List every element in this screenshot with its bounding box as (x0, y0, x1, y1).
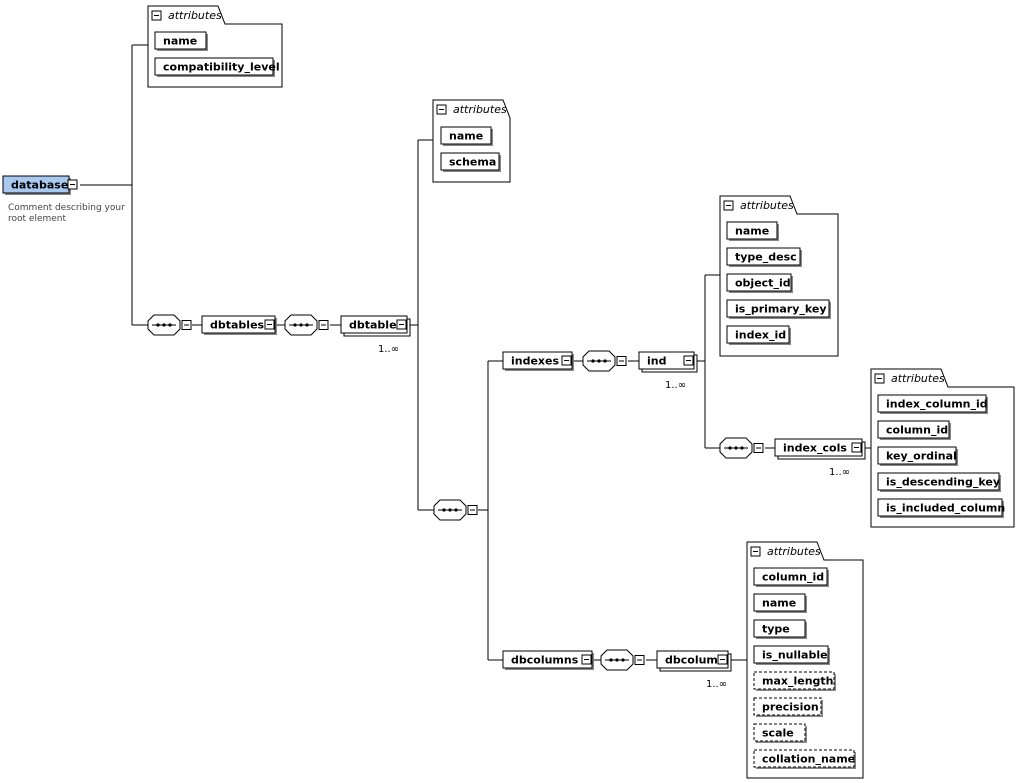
attr-dbtable-schema[interactable]: schema (440, 152, 501, 172)
sequence-compositor-3-toggle-icon[interactable] (467, 505, 478, 515)
dbtables-element-toggle-icon[interactable] (264, 319, 275, 330)
attr-is-primary-key-label: is_primary_key (735, 303, 827, 316)
database-toggle-icon[interactable] (67, 179, 78, 190)
attr-type-desc[interactable]: type_desc (726, 247, 802, 267)
sequence-compositor-3[interactable] (433, 499, 478, 521)
dbcolumn-cardinality: 1..∞ (706, 679, 727, 690)
attr-object-id[interactable]: object_id (726, 273, 793, 293)
dbtable-attributes-label: attributes (453, 103, 507, 116)
attr-column-id-label: column_id (886, 424, 948, 437)
indexes-element-label: indexes (511, 355, 559, 368)
ind-element-label: ind (647, 355, 666, 368)
dbcolumns-element-label: dbcolumns (511, 654, 579, 667)
sequence-compositor-5[interactable] (719, 437, 764, 459)
attr-index-id[interactable]: index_id (726, 325, 791, 345)
attr-ind-name[interactable]: name (726, 221, 779, 241)
attr-name-label: name (163, 35, 197, 48)
dbtable-cardinality: 1..∞ (378, 344, 399, 355)
attr-dbcolumn-column-id[interactable]: column_id (753, 567, 829, 587)
ind-attributes-collapse-icon[interactable] (723, 200, 734, 211)
sequence-compositor-2[interactable] (284, 314, 329, 336)
attr-dbcolumn-name-label: name (762, 597, 796, 610)
attr-is-descending-key-label: is_descending_key (886, 476, 1000, 489)
attr-scale[interactable]: scale (753, 723, 807, 743)
attr-key-ordinal[interactable]: key_ordinal (877, 446, 958, 466)
dbtables-element[interactable]: dbtables (201, 315, 277, 335)
attr-dbcolumn-name[interactable]: name (753, 593, 807, 613)
dbcolumns-element-toggle-icon[interactable] (581, 654, 592, 665)
attr-dbcolumn-type-label: type (762, 623, 790, 636)
connector-lines (80, 44, 871, 661)
attr-dbcolumn-column-id-label: column_id (762, 571, 824, 584)
dbcolumn-attributes-label: attributes (767, 545, 821, 558)
attr-dbtable-schema-label: schema (449, 156, 496, 169)
index-cols-attributes-collapse-icon[interactable] (874, 373, 885, 384)
sequence-compositor-4[interactable] (582, 350, 627, 372)
attr-max-length-label: max_length (762, 675, 834, 688)
attr-is-included-column-label: is_included_column (886, 502, 1005, 515)
dbcolumn-element-label: dbcolumn (665, 654, 726, 667)
indexes-element-toggle-icon[interactable] (561, 355, 572, 366)
ind-element-toggle-icon[interactable] (683, 355, 694, 366)
attr-scale-label: scale (762, 727, 794, 740)
attr-compatibility-level[interactable]: compatibility_level (154, 57, 280, 77)
database-element[interactable]: database (2, 175, 71, 195)
attr-column-id[interactable]: column_id (877, 420, 951, 440)
dbtable-element[interactable]: dbtable (340, 315, 411, 337)
attr-max-length[interactable]: max_length (753, 671, 836, 691)
dbtable-element-label: dbtable (349, 319, 397, 332)
index-cols-cardinality: 1..∞ (829, 467, 850, 478)
sequence-compositor-6-toggle-icon[interactable] (634, 655, 645, 665)
index-cols-attributes-label: attributes (891, 372, 945, 385)
ind-attributes-label: attributes (740, 199, 794, 212)
index-cols-element[interactable]: index_cols (774, 438, 866, 460)
root-comment-line-2: root element (8, 214, 66, 224)
dbcolumns-element[interactable]: dbcolumns (502, 650, 594, 670)
attr-type-desc-label: type_desc (735, 251, 797, 264)
dbcolumn-element[interactable]: dbcolumn (656, 650, 732, 672)
sequence-compositor-2-toggle-icon[interactable] (318, 320, 329, 330)
attr-dbcolumn-type[interactable]: type (753, 619, 807, 639)
sequence-compositor-4-toggle-icon[interactable] (616, 356, 627, 366)
ind-cardinality: 1..∞ (665, 380, 686, 391)
database-attributes-label: attributes (168, 9, 222, 22)
attr-is-descending-key[interactable]: is_descending_key (877, 472, 1001, 492)
sequence-compositor-5-toggle-icon[interactable] (753, 443, 764, 453)
dbtable-element-toggle-icon[interactable] (396, 319, 407, 330)
attr-is-included-column[interactable]: is_included_column (877, 498, 1005, 518)
attr-index-column-id[interactable]: index_column_id (877, 394, 988, 414)
sequence-compositor-1[interactable] (147, 314, 192, 336)
dbtables-element-label: dbtables (210, 319, 265, 332)
attr-key-ordinal-label: key_ordinal (886, 450, 957, 463)
attr-dbtable-name-label: name (449, 130, 483, 143)
attr-object-id-label: object_id (735, 277, 791, 290)
dbtable-attributes-collapse-icon[interactable] (436, 104, 447, 115)
attr-collation-name-label: collation_name (762, 753, 855, 766)
attr-precision-label: precision (762, 701, 819, 714)
attr-index-column-id-label: index_column_id (886, 398, 988, 411)
attr-is-nullable[interactable]: is_nullable (753, 645, 830, 665)
index-cols-element-label: index_cols (783, 442, 847, 455)
sequence-compositor-1-toggle-icon[interactable] (181, 320, 192, 330)
attr-ind-name-label: name (735, 225, 769, 238)
index-cols-element-toggle-icon[interactable] (851, 442, 862, 453)
indexes-element[interactable]: indexes (502, 351, 574, 371)
ind-element[interactable]: ind (638, 351, 698, 373)
attr-dbtable-name[interactable]: name (440, 126, 493, 146)
root-comment-line-1: Comment describing your (8, 203, 125, 213)
dbcolumn-attributes-collapse-icon[interactable] (750, 546, 761, 557)
database-element-label: database (11, 179, 68, 192)
attr-is-nullable-label: is_nullable (762, 649, 828, 662)
database-attributes-collapse-icon[interactable] (151, 10, 162, 21)
attr-is-primary-key[interactable]: is_primary_key (726, 299, 831, 319)
attr-collation-name[interactable]: collation_name (753, 749, 856, 769)
sequence-compositor-6[interactable] (600, 649, 645, 671)
dbcolumn-element-toggle-icon[interactable] (717, 654, 728, 665)
attr-name[interactable]: name (154, 31, 208, 51)
attr-index-id-label: index_id (735, 329, 786, 342)
attr-compatibility-level-label: compatibility_level (163, 61, 280, 74)
attr-precision[interactable]: precision (753, 697, 823, 717)
